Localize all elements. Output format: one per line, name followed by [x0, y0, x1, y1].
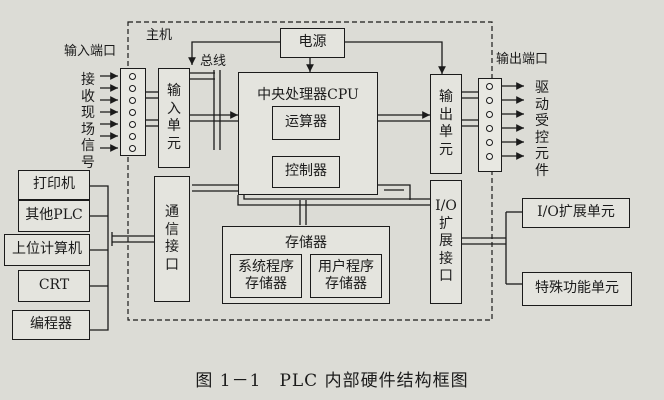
input-port-label: 输入端口 [64, 44, 117, 59]
programmer-block: 编程器 [12, 310, 90, 340]
cpu-label: 中央处理器CPU [257, 87, 359, 103]
input-unit-label: 输入单元 [167, 83, 181, 152]
host-label: 主机 [146, 28, 173, 43]
crt-block: CRT [18, 270, 90, 302]
figure-caption: 图 1－1 PLC 内部硬件结构框图 [195, 371, 469, 391]
input-terminal [129, 97, 136, 104]
io-interface-block: I/O扩展接口 [430, 180, 462, 304]
output-terminal [486, 111, 493, 118]
input-terminal [129, 73, 136, 80]
output-terminal [486, 139, 493, 146]
io-interface-label: I/O扩展接口 [435, 198, 457, 285]
printer-block: 打印机 [18, 170, 90, 200]
comm-interface-label: 通信接口 [165, 204, 179, 273]
comm-interface-block: 通信接口 [154, 176, 190, 302]
output-port-label: 输出端口 [496, 52, 549, 67]
system-memory-block: 系统程序 存储器 [230, 254, 302, 298]
input-terminal [129, 133, 136, 140]
output-drive-label: 驱动受控元件 [535, 80, 549, 179]
io-expansion-unit-block: I/O扩展单元 [522, 198, 630, 228]
input-terminal [129, 85, 136, 92]
power-block: 电源 [280, 28, 345, 58]
host-computer-block: 上位计算机 [4, 234, 90, 266]
output-unit-block: 输出单元 [430, 74, 462, 174]
input-unit-block: 输入单元 [158, 68, 190, 168]
input-terminal [129, 145, 136, 152]
controller-block: 控制器 [272, 156, 340, 188]
memory-label: 存储器 [285, 235, 327, 251]
output-terminal [486, 125, 493, 132]
input-signals-label: 接收现场信号 [81, 72, 95, 171]
output-terminal [486, 153, 493, 160]
special-function-unit-block: 特殊功能单元 [522, 272, 632, 306]
input-terminal [129, 121, 136, 128]
input-terminal [129, 109, 136, 116]
alu-block: 运算器 [272, 106, 340, 140]
other-plc-block: 其他PLC [18, 200, 90, 232]
bus-label: 总线 [200, 54, 227, 69]
output-terminal [486, 83, 493, 90]
output-terminal [486, 97, 493, 104]
output-unit-label: 输出单元 [439, 89, 453, 158]
user-memory-block: 用户程序 存储器 [310, 254, 382, 298]
